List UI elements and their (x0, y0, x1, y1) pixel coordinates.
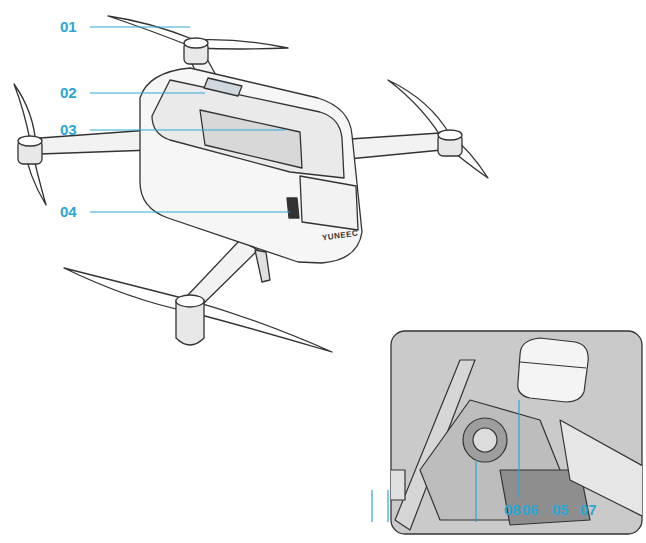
callout-number: 02 (60, 85, 77, 100)
callout-number: 08 (504, 502, 521, 517)
callout-number: 04 (60, 204, 77, 219)
callout-number: 06 (522, 502, 539, 517)
callout-number: 01 (60, 19, 77, 34)
callout-number: 07 (580, 502, 597, 517)
callout-number: 05 (552, 502, 569, 517)
callout-number: 03 (60, 122, 77, 137)
